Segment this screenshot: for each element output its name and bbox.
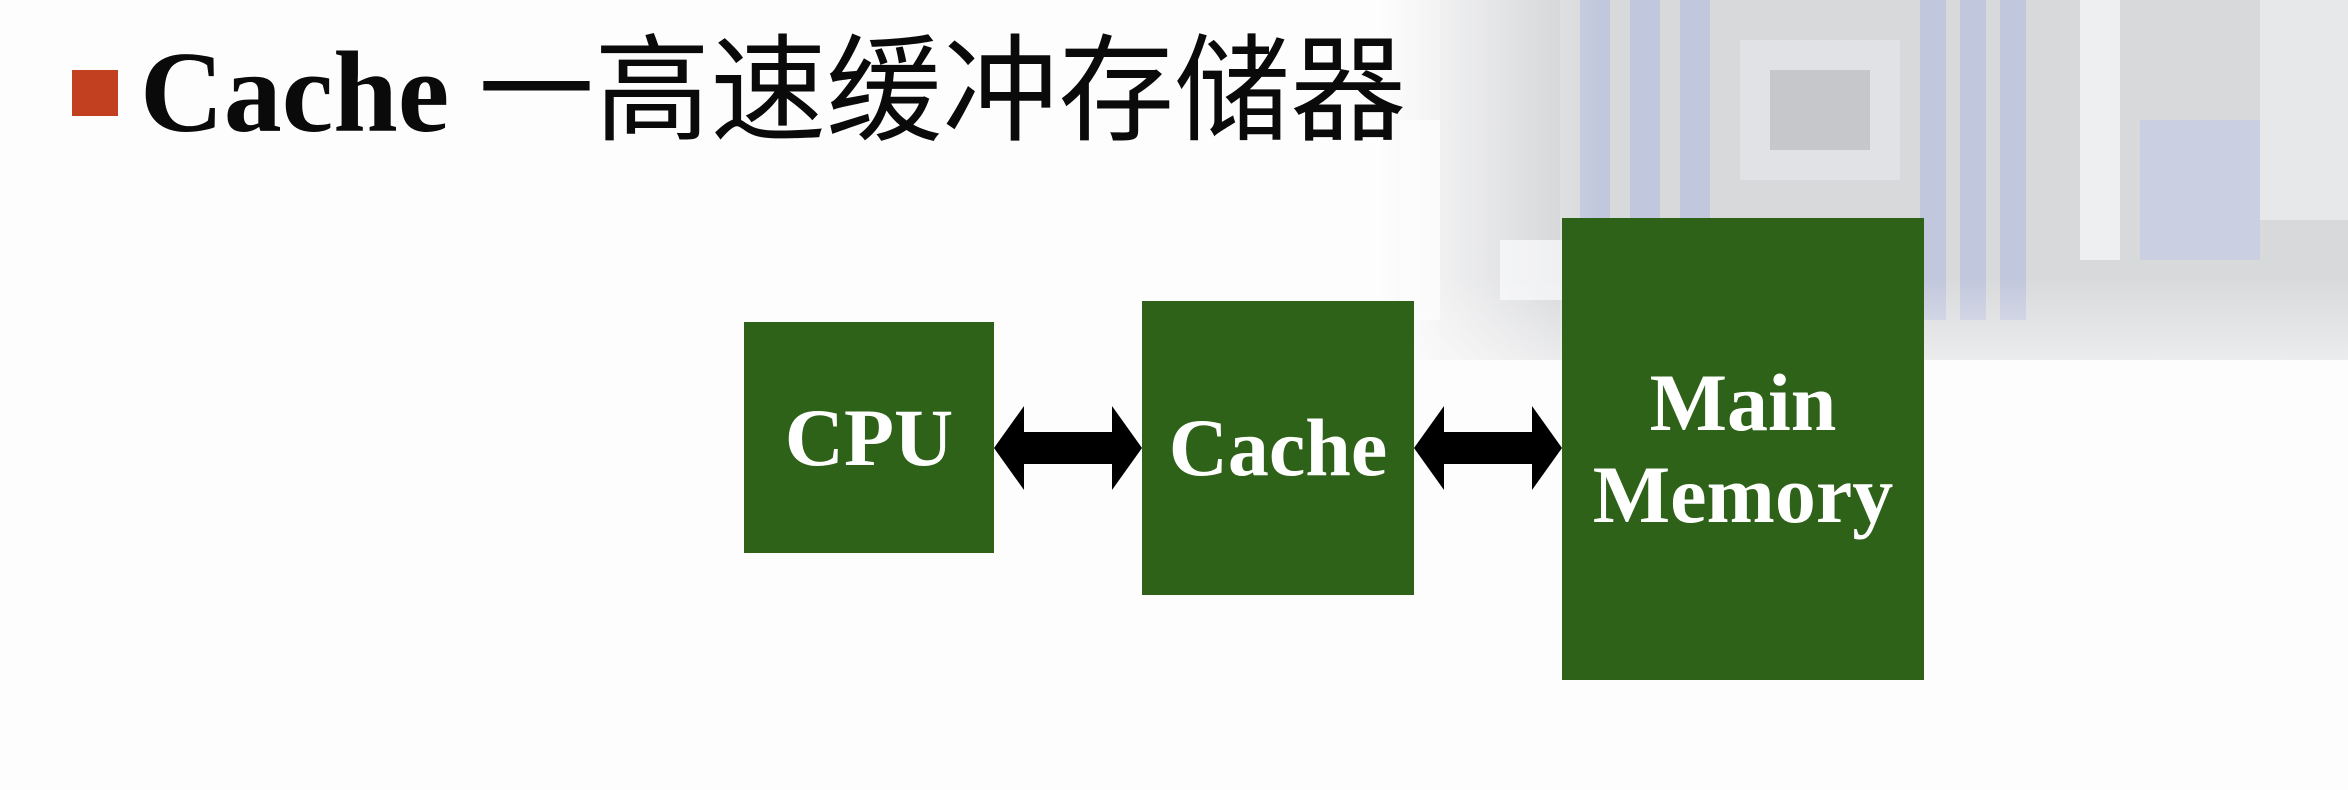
cache-box: Cache — [1142, 301, 1414, 595]
main-memory-label-line1: Main — [1649, 357, 1837, 449]
title-cjk: 一高速缓冲存储器 — [449, 29, 1407, 157]
cache-memory-double-arrow — [1414, 406, 1562, 490]
main-memory-box: Main Memory — [1562, 218, 1924, 680]
title-bullet-square — [72, 70, 118, 116]
cache-label: Cache — [1168, 402, 1388, 493]
cpu-box: CPU — [744, 322, 994, 553]
title-latin: Cache — [140, 29, 450, 157]
cpu-cache-double-arrow — [994, 406, 1142, 490]
cpu-label: CPU — [784, 391, 954, 483]
title-text: Cache 一高速缓冲存储器 — [140, 35, 1406, 151]
slide-title: Cache 一高速缓冲存储器 — [72, 28, 1406, 158]
main-memory-label-line2: Memory — [1592, 449, 1894, 540]
